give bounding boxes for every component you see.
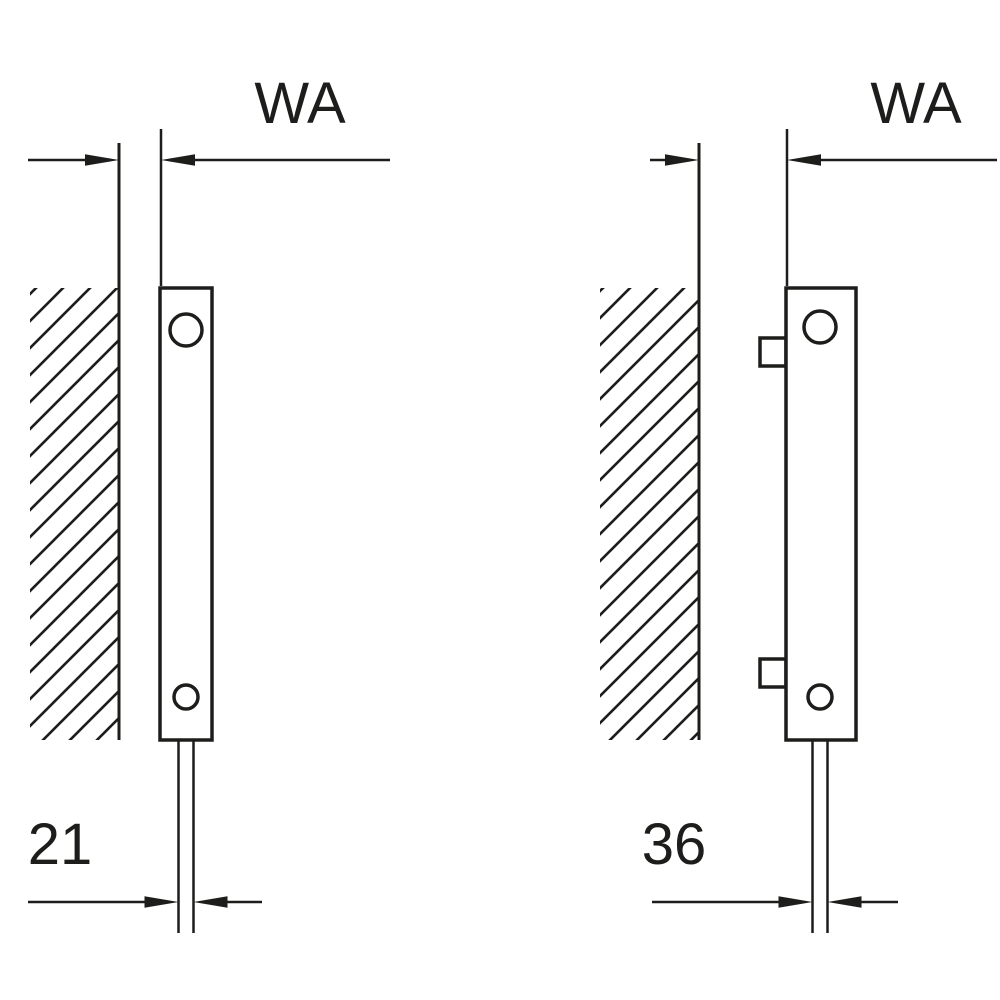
- figure-left: WA 21: [28, 71, 390, 933]
- connection-pipe: [177, 740, 195, 933]
- wa-dimension: WA: [650, 71, 997, 286]
- arrowhead-left-pointing: [787, 154, 821, 166]
- arrowhead-right-pointing: [144, 896, 179, 908]
- arrowhead-left-pointing: [193, 896, 228, 908]
- arrowhead-left-pointing: [161, 154, 195, 166]
- top-pipe-connection-circle: [168, 312, 204, 348]
- connection-pipe: [811, 740, 829, 933]
- arrowhead-left-pointing: [827, 896, 862, 908]
- arrowhead-right-pointing: [665, 154, 699, 166]
- dimension-value-label: 21: [28, 812, 93, 877]
- mounting-bracket-bottom: [758, 657, 788, 689]
- wa-label: WA: [254, 71, 346, 136]
- bottom-pipe-connection-circle: [806, 683, 834, 711]
- mounting-bracket-top: [758, 336, 788, 368]
- wall-hatch: [600, 288, 699, 740]
- pipe-dimension: 36: [642, 812, 898, 908]
- pipe-dimension: 21: [28, 812, 262, 908]
- radiator-panel: [158, 286, 214, 742]
- wa-label: WA: [870, 71, 962, 136]
- wall-hatch: [30, 288, 119, 740]
- arrowhead-right-pointing: [85, 154, 119, 166]
- arrowhead-right-pointing: [778, 896, 813, 908]
- radiator-panel: [784, 286, 858, 742]
- figure-right: WA 36: [600, 71, 997, 933]
- top-pipe-connection-circle: [802, 309, 838, 345]
- bottom-pipe-connection-circle: [172, 683, 200, 711]
- wa-dimension: WA: [28, 71, 390, 286]
- dimension-value-label: 36: [642, 812, 707, 877]
